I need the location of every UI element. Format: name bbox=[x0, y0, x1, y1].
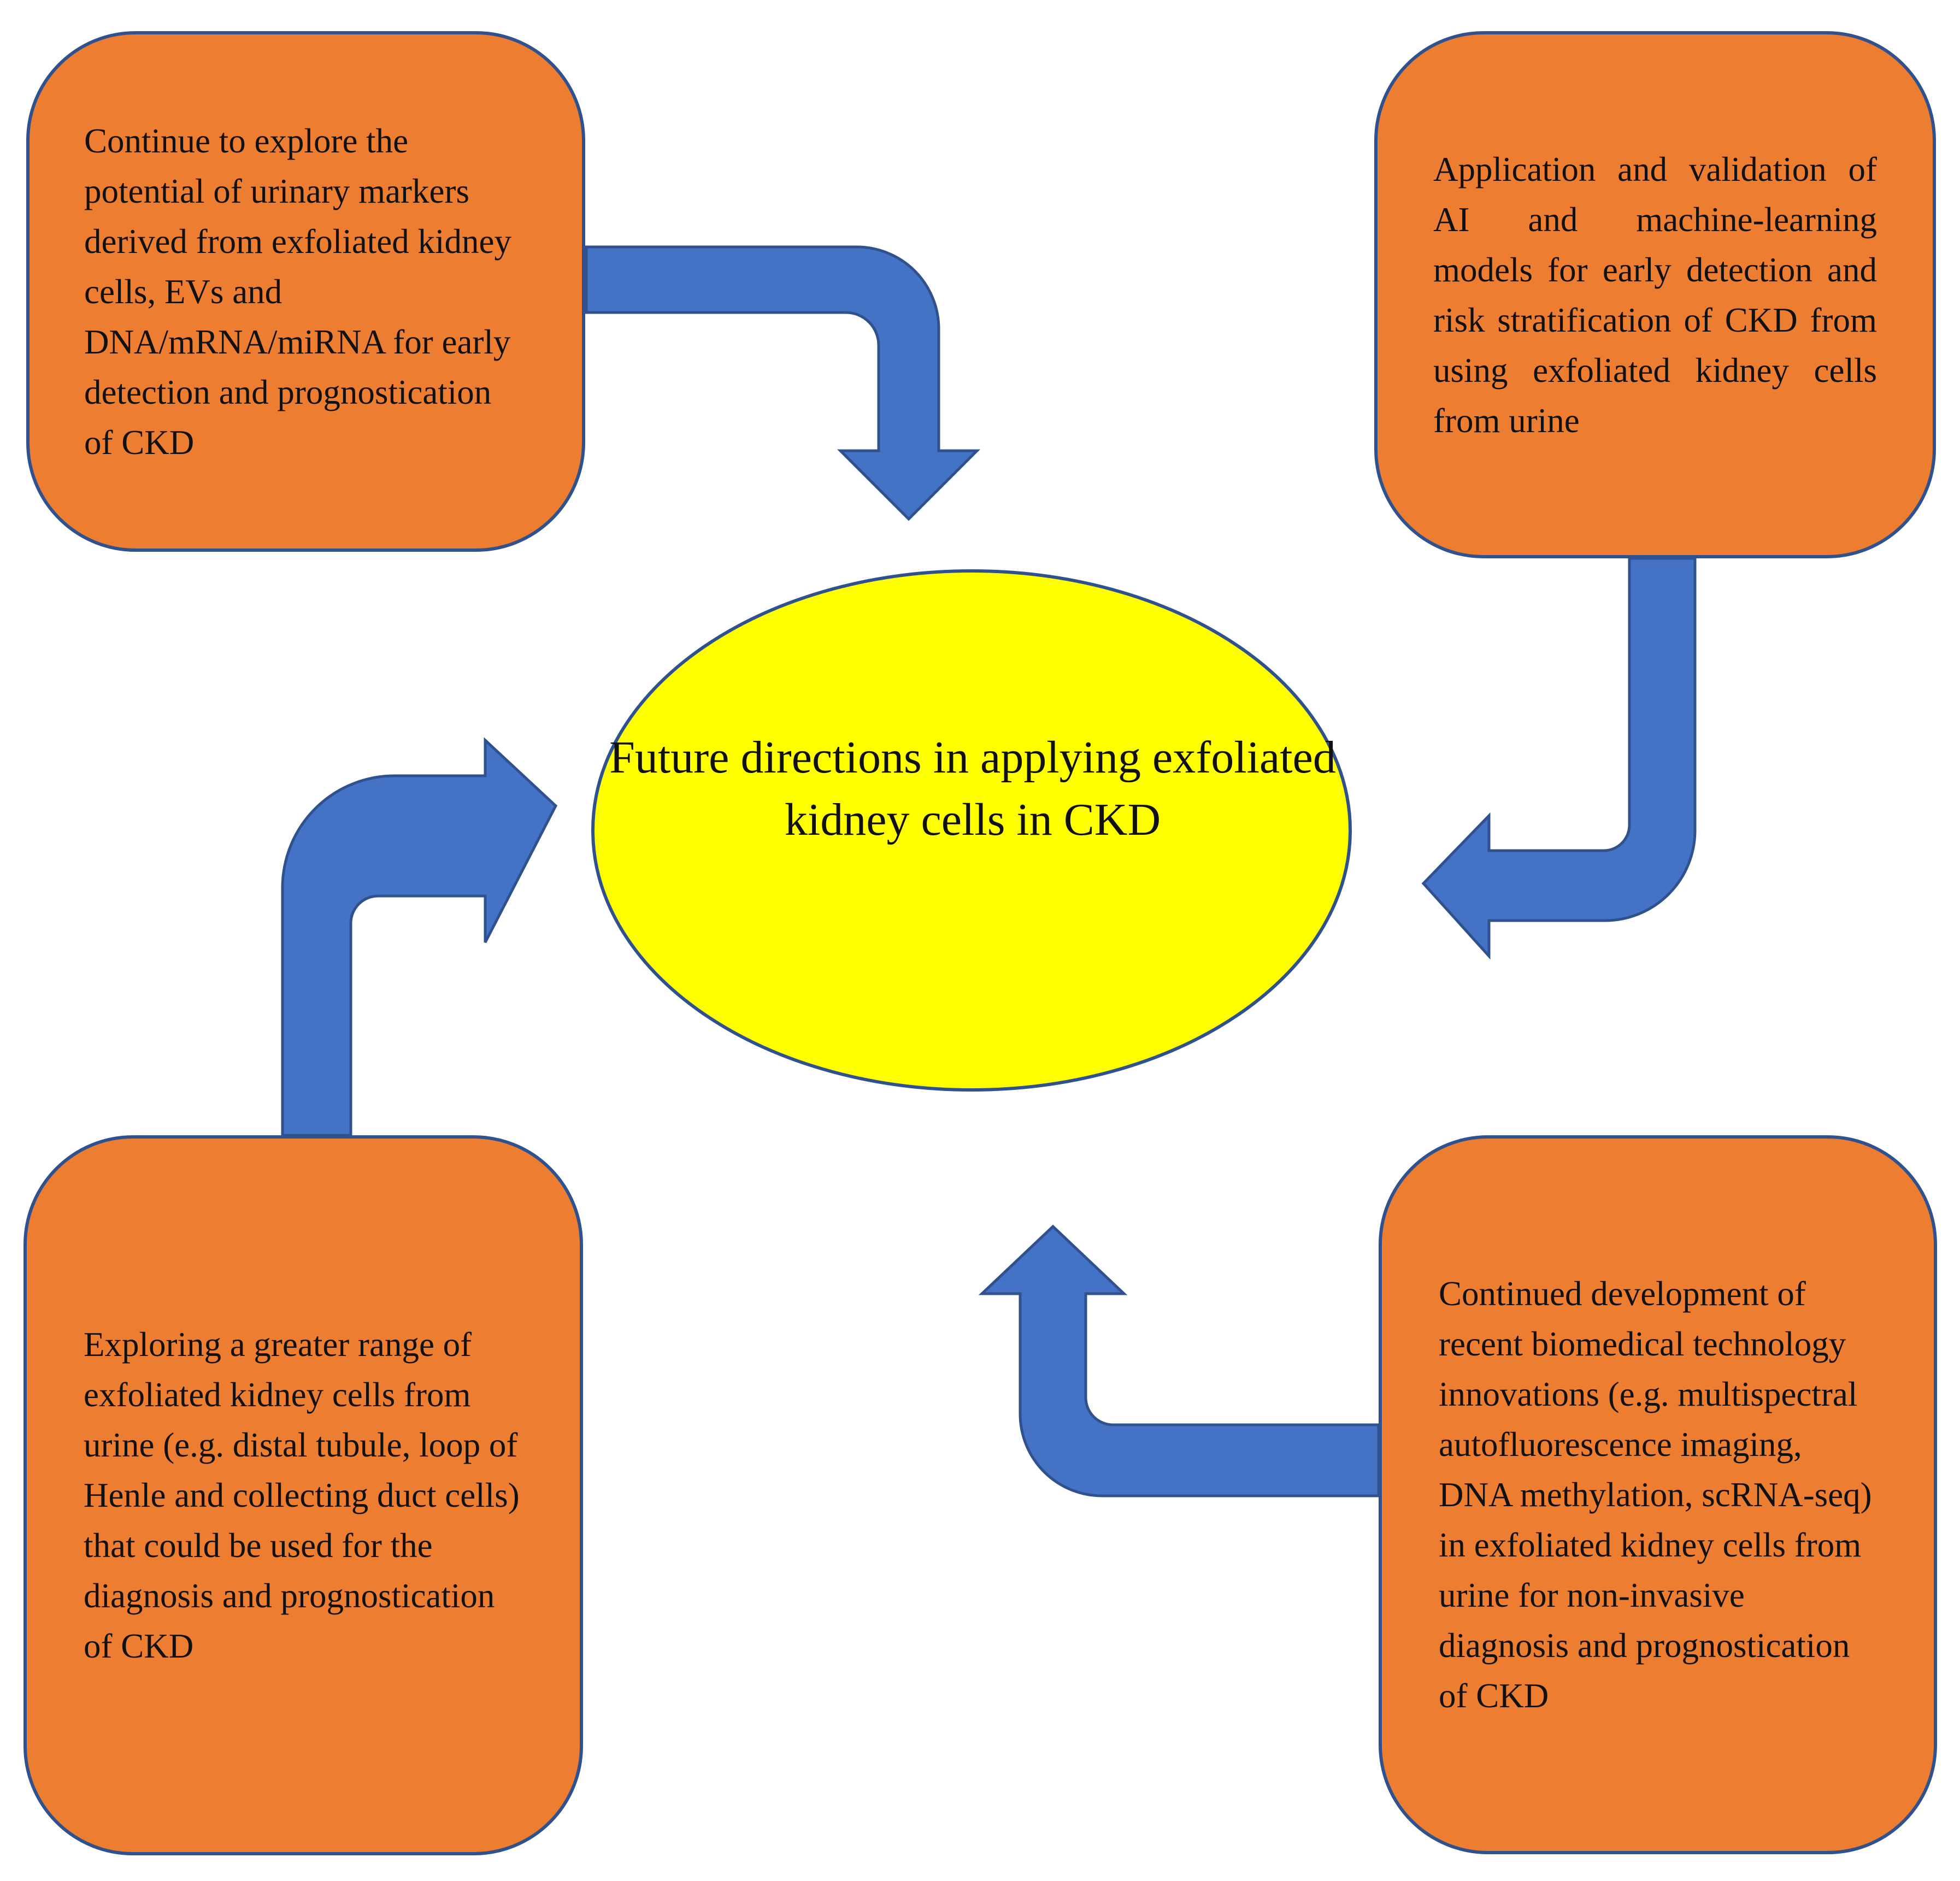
box-exfoliated-cell-range: Exploring a greater range of exfoliated … bbox=[23, 1135, 583, 1855]
box-ai-machine-learning-text: Application and validation of AI and mac… bbox=[1433, 150, 1877, 440]
box-exfoliated-cell-range-text: Exploring a greater range of exfoliated … bbox=[84, 1325, 520, 1665]
box-biomedical-technology: Continued development of recent biomedic… bbox=[1379, 1135, 1937, 1854]
box-ai-machine-learning: Application and validation of AI and mac… bbox=[1374, 31, 1936, 558]
box-urinary-markers: Continue to explore the potential of uri… bbox=[26, 31, 585, 552]
center-ellipse bbox=[591, 569, 1352, 1092]
center-label: Future directions in applying exfoliated… bbox=[609, 732, 1336, 845]
arrow-bottom-right-to-center bbox=[978, 1224, 1380, 1497]
box-urinary-markers-text: Continue to explore the potential of uri… bbox=[84, 121, 511, 462]
arrow-bottom-left-to-center bbox=[281, 737, 558, 1137]
arrow-top-left-to-center bbox=[585, 245, 981, 521]
box-biomedical-technology-text: Continued development of recent biomedic… bbox=[1439, 1275, 1872, 1715]
arrow-top-right-to-center bbox=[1421, 557, 1697, 960]
